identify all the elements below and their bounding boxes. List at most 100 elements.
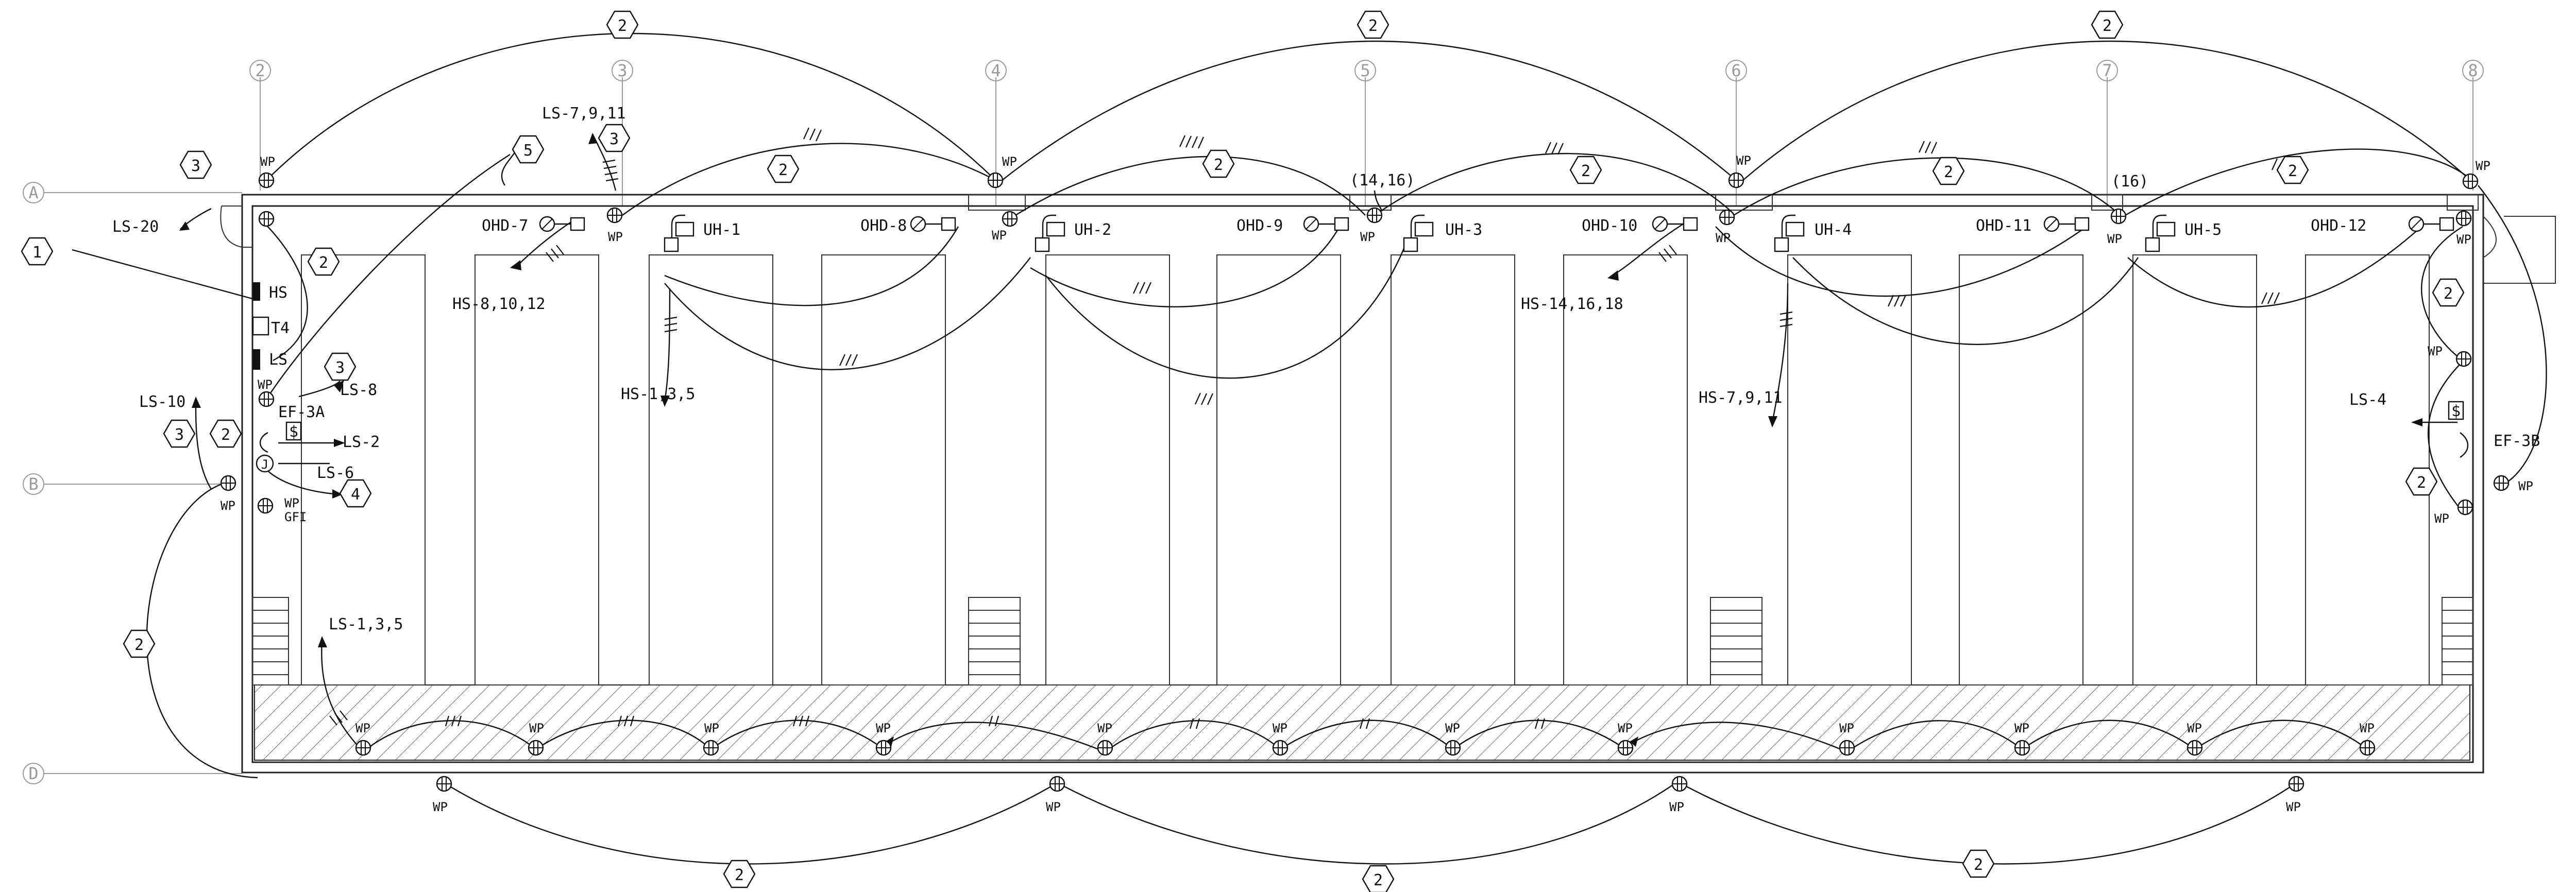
wp-tag: WP [1097,721,1112,735]
keynote-2: 2 [2417,474,2426,492]
grid-bubble-6: 6 [1731,61,1741,80]
circuit-14-16: (14,16) [1350,171,1415,190]
ohd-10-label: OHD-10 [1582,217,1637,235]
door-canopies [968,194,2479,211]
junction-box-label: J [261,457,268,472]
ohd-11-label: OHD-11 [1976,217,2031,235]
wp-tag: WP [2014,721,2029,735]
ef-3a-label: EF-3A [278,403,325,421]
wp-tag: WP [1002,155,1017,169]
keynote-2: 2 [1974,856,1983,874]
circuit-hs-14-16-18: HS-14,16,18 [1521,295,1623,313]
grid-bubble-2: 2 [255,61,265,80]
keynote-2: 2 [1944,163,1953,181]
wp-tag: WP [2476,159,2490,173]
keynote-3: 3 [175,426,184,444]
interior-partitions [301,254,2430,685]
circuit-ls-8: LS-8 [340,381,377,399]
keynote-2: 2 [735,866,744,884]
grid-bubble-8: 8 [2468,61,2478,80]
uh-4-label: UH-4 [1815,221,1852,239]
circuit-hs-8-10-12: HS-8,10,12 [452,295,546,313]
keynote-5: 5 [523,142,533,160]
wp-tag: WP [1618,721,1633,735]
wp-tag: WP [876,721,891,735]
keynote-2: 2 [134,636,144,654]
grid-bubble-4: 4 [991,61,1001,80]
ohd-12-label: OHD-12 [2311,217,2366,235]
circuit-ls-2: LS-2 [343,433,380,451]
keynote-3: 3 [191,157,200,175]
wp-tag: WP [2360,721,2375,735]
switch-symbol-right: $ [2451,402,2461,420]
circuit-ls-4: LS-4 [2349,391,2386,409]
wp-tag: WP [1839,721,1854,735]
panel-devices: $ J $ [252,282,2469,473]
switch-symbol-left: $ [289,423,298,441]
wp-tag: WP [2518,479,2533,493]
equipment-labels: UH-1 UH-2 UH-3 UH-4 UH-5 OHD-7 OHD-8 OHD… [269,217,2540,450]
wp-tag: WP [1736,153,1751,168]
keynote-2: 2 [1214,156,1223,174]
keynote-2: 2 [1581,162,1590,180]
stairs [252,597,2473,685]
grid-bubble-B: B [28,474,38,494]
ef-3b-label: EF-3B [2494,432,2540,450]
wp-tag: WP [704,721,719,735]
wp-tag: WP [1046,800,1061,814]
circuit-labels: LS-20 LS-10 LS-8 LS-2 LS-6 LS-4 LS-1,3,5… [112,105,2386,633]
wp-tag: WP [1716,231,1731,245]
ls-label: LS [269,351,287,369]
wp-tag: WP [2187,721,2202,735]
circuit-hs-7-9-11: HS-7,9,11 [1699,389,1783,407]
wire-tick-marks [329,127,2284,729]
gfi-tag: GFI [284,510,307,524]
wp-tag: WP [1360,230,1375,244]
circuit-ls-6: LS-6 [317,464,354,482]
wp-tag: WP [2107,232,2122,246]
wp-tag: WP [2456,232,2471,247]
wp-tag: WP [221,499,235,513]
keynote-2: 2 [1374,871,1383,889]
keynote-3: 3 [335,359,345,377]
wp-tag: WP [260,155,275,169]
ohd-8-label: OHD-8 [860,217,907,235]
grid-bubble-5: 5 [1360,61,1370,80]
uh-2-label: UH-2 [1074,221,1111,239]
ohd-7-label: OHD-7 [482,217,528,235]
wp-tag: WP [1445,721,1460,735]
wp-tag: WP [992,228,1007,243]
wp-tag: WP [608,230,623,244]
keynote-2: 2 [319,254,328,272]
grid-bubble-D: D [28,764,38,783]
circuit-ls-7-9-11: LS-7,9,11 [542,105,626,123]
keynote-2: 2 [778,161,788,179]
circuit-16: (16) [2111,173,2148,191]
wp-tag: WP [284,496,299,510]
circuit-ls-1-3-5: LS-1,3,5 [329,615,403,633]
keynote-1: 1 [32,244,42,262]
circuit-ls-20: LS-20 [112,218,159,236]
wp-tag: WP [355,721,370,735]
grid-bubbles: 2 3 4 5 6 7 8 A B D [23,60,2484,784]
grid-bubble-A: A [28,183,38,202]
wp-tag: WP [2434,511,2449,526]
home-run-arrows [179,133,2422,747]
uh-5-label: UH-5 [2184,221,2222,239]
wp-tag: WP [433,800,448,814]
keynote-2: 2 [2444,285,2453,303]
wp-tag: WP [529,721,544,735]
hs-label: HS [269,284,287,302]
keynote-2: 2 [2103,17,2112,35]
keynote-tags: 2 2 2 2 2 2 2 2 3 3 5 1 2 3 3 2 4 2 2 2 … [21,10,2465,892]
grid-bubble-7: 7 [2102,61,2112,80]
uh-3-label: UH-3 [1445,221,1482,239]
keynote-2: 2 [221,426,230,444]
wp-tag: WP [258,378,273,392]
keynote-2: 2 [1368,17,1378,35]
keynote-4: 4 [351,486,360,504]
keynote-2: 2 [618,17,627,35]
t4-label: T4 [271,319,290,337]
wp-tag: WP [2428,344,2443,358]
